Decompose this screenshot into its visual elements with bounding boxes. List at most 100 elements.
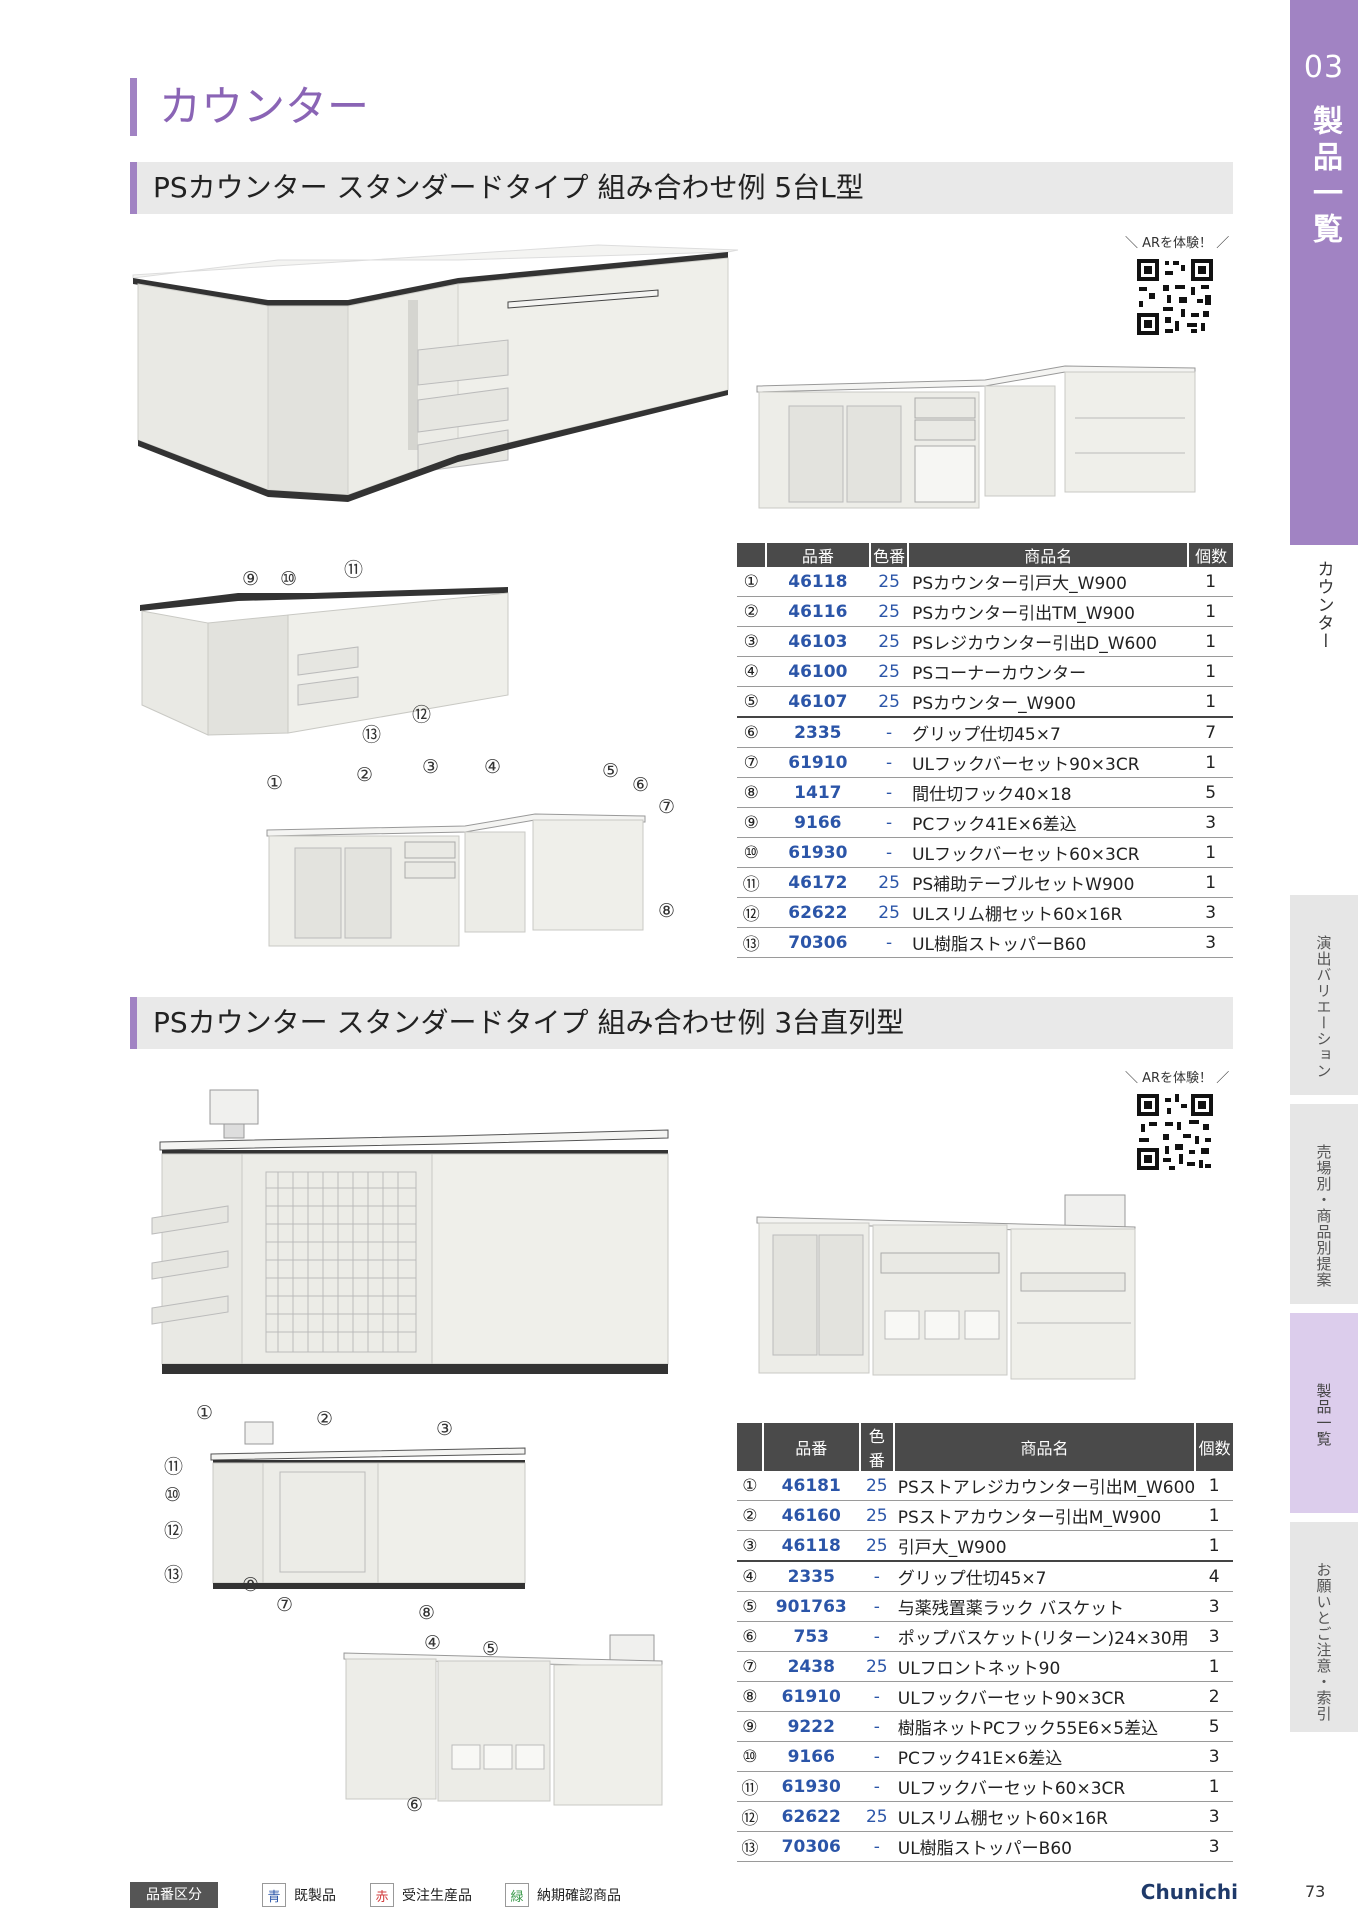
color-code: 25 — [870, 567, 909, 597]
l-counter-front-image — [132, 244, 739, 502]
straight-counter-back-image — [756, 1194, 1136, 1380]
legend-item-red: 赤 受注生産品 — [370, 1882, 472, 1908]
product-name: UL樹脂ストッパーB60 — [893, 1831, 1196, 1862]
product-name: ULフックバーセット90×3CR — [908, 747, 1189, 778]
ar-label: ＼ ARを体験！ ／ — [1125, 1071, 1230, 1086]
qr-code-2[interactable] — [1135, 1092, 1215, 1172]
product-name: ULフロントネット90 — [893, 1651, 1196, 1682]
row-number: ③ — [737, 626, 766, 657]
legend-item-green: 緑 納期確認商品 — [505, 1882, 621, 1908]
product-code: 61930 — [765, 837, 871, 868]
color-code: - — [870, 807, 909, 838]
quantity: 3 — [1195, 1621, 1233, 1652]
product-code: 46181 — [762, 1471, 860, 1501]
col-num — [737, 543, 767, 567]
callout-2-3: ③ — [436, 1418, 454, 1440]
callout-12: ⑫ — [412, 704, 432, 726]
row-number: ⑨ — [737, 1711, 763, 1742]
row-number: ⑤ — [737, 1591, 763, 1622]
product-name: ULスリム棚セット60×16R — [893, 1801, 1196, 1832]
col-color: 色番 — [859, 1423, 895, 1471]
callout-3: ③ — [422, 756, 440, 778]
product-name: 間仕切フック40×18 — [908, 777, 1189, 808]
callout-1: ① — [266, 772, 284, 794]
product-code: 61910 — [765, 747, 871, 778]
page-title: カウンター — [130, 78, 369, 136]
product-code: 9222 — [762, 1711, 860, 1742]
quantity: 1 — [1188, 596, 1233, 627]
product-code: 62622 — [765, 897, 871, 928]
callout-4: ④ — [484, 756, 502, 778]
product-code: 46172 — [765, 867, 871, 898]
row-number: ⑥ — [737, 717, 766, 748]
side-tab-proposals[interactable]: 売場別・商品別提案 — [1290, 1104, 1358, 1304]
quantity: 3 — [1195, 1831, 1233, 1862]
row-number: ⑤ — [737, 686, 766, 718]
row-number: ⑬ — [737, 927, 766, 958]
page-number: 73 — [1305, 1882, 1326, 1901]
color-code: - — [859, 1711, 894, 1742]
quantity: 1 — [1188, 867, 1233, 898]
legend-mark-green: 緑 — [505, 1883, 529, 1907]
color-code: - — [859, 1561, 894, 1592]
color-code: - — [859, 1741, 894, 1772]
product-name: ULスリム棚セット60×16R — [908, 897, 1189, 928]
col-code: 品番 — [762, 1423, 861, 1471]
chapter-label: 製品一覧 — [1307, 105, 1342, 249]
legend-mark-blue: 青 — [262, 1883, 286, 1907]
quantity: 3 — [1188, 927, 1233, 958]
col-name: 商品名 — [893, 1423, 1197, 1471]
brand-logo: Chunichi — [1140, 1880, 1238, 1904]
row-number: ① — [737, 567, 766, 597]
product-code: 61910 — [762, 1681, 860, 1712]
side-tab-notes-index[interactable]: お願いとご注意・索引 — [1290, 1522, 1358, 1732]
side-tab-variations[interactable]: 演出バリエーション — [1290, 895, 1358, 1095]
chapter-number: 03 — [1303, 50, 1345, 85]
row-number: ⑪ — [737, 1771, 763, 1802]
row-number: ③ — [737, 1530, 763, 1562]
color-code: - — [870, 927, 909, 958]
ar-label: ＼ ARを体験！ ／ — [1125, 236, 1230, 251]
color-code: - — [859, 1771, 894, 1802]
table-header-row: 品番 色番 商品名 個数 — [737, 1423, 1233, 1471]
product-name: 樹脂ネットPCフック55E6×5差込 — [893, 1711, 1196, 1742]
row-number: ② — [737, 1500, 763, 1531]
color-code: - — [859, 1831, 894, 1862]
product-name: PS補助テーブルセットW900 — [908, 867, 1189, 898]
product-name: PSカウンター_W900 — [908, 686, 1189, 718]
qr-code-1[interactable] — [1135, 257, 1215, 337]
col-qty: 個数 — [1188, 543, 1233, 567]
color-code: - — [859, 1681, 894, 1712]
side-tab-product-list[interactable]: 製品一覧 — [1290, 1313, 1358, 1513]
side-tab-products[interactable]: 03 製品一覧 — [1290, 0, 1358, 545]
product-code: 2438 — [762, 1651, 860, 1682]
callout-7: ⑦ — [658, 796, 676, 818]
row-number: ① — [737, 1471, 763, 1501]
col-code: 品番 — [765, 543, 872, 567]
quantity: 1 — [1195, 1771, 1233, 1802]
product-name: グリップ仕切45×7 — [893, 1561, 1196, 1592]
callout-6: ⑥ — [632, 774, 650, 796]
row-number: ④ — [737, 656, 766, 687]
straight-counter-front-image — [151, 1089, 669, 1374]
quantity: 1 — [1188, 626, 1233, 657]
quantity: 7 — [1188, 717, 1233, 748]
quantity: 1 — [1195, 1500, 1233, 1531]
table-header-row: 品番 色番 商品名 個数 — [737, 543, 1233, 567]
row-number: ⑧ — [737, 1681, 763, 1712]
row-number: ⑪ — [737, 867, 766, 898]
product-code: 901763 — [762, 1591, 860, 1622]
callout-8: ⑧ — [658, 900, 676, 922]
quantity: 1 — [1195, 1530, 1233, 1562]
